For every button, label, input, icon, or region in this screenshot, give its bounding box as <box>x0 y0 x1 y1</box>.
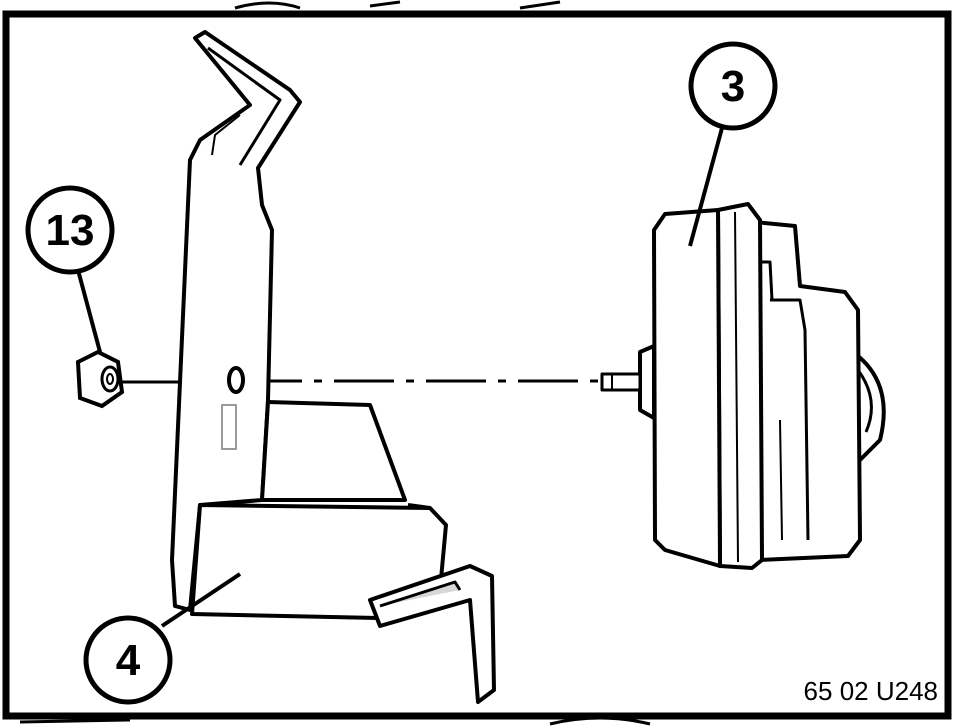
nut-part-13 <box>75 349 125 409</box>
bracket-part-4 <box>170 30 496 704</box>
figure-reference: 65 02 U248 <box>804 676 938 706</box>
center-axis-line <box>120 379 600 384</box>
actuator-part-3 <box>600 202 886 570</box>
callout-4: 4 <box>83 615 173 705</box>
callout-4-label: 4 <box>116 636 141 685</box>
callout-13-label: 13 <box>46 206 95 255</box>
callout-3-label: 3 <box>721 62 745 111</box>
leader-lines <box>76 127 724 628</box>
callout-3: 3 <box>688 41 778 131</box>
callout-13: 13 <box>25 185 115 275</box>
